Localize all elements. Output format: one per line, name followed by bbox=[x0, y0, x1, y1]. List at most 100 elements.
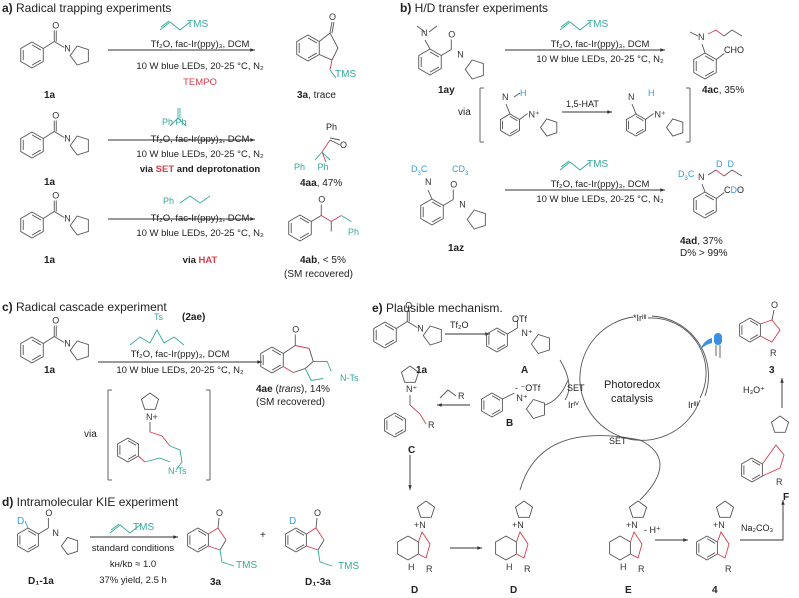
aromatic-bond bbox=[429, 66, 440, 73]
new-bond bbox=[306, 545, 319, 551]
d-sub-d: D bbox=[17, 516, 25, 527]
d-reagent-tms: TMS bbox=[133, 522, 155, 533]
aromatic-bond bbox=[299, 232, 310, 239]
double-bond bbox=[110, 523, 120, 531]
c-ts: Ts bbox=[154, 312, 163, 322]
b1-substrate-label: 1ay bbox=[438, 85, 455, 96]
nitrogen: N bbox=[421, 28, 428, 38]
panel-a-title: a) Radical trapping experiments bbox=[2, 1, 172, 15]
nitrogen: N bbox=[425, 177, 432, 187]
c-prod-nts: N-Ts bbox=[340, 373, 359, 383]
tms-chain bbox=[329, 69, 337, 79]
e-label-F: F bbox=[783, 492, 790, 503]
aromatic-bond bbox=[431, 216, 442, 223]
d-substrate-label: D₁-1a bbox=[28, 576, 54, 587]
oxygen: O bbox=[52, 191, 59, 201]
bond bbox=[502, 392, 515, 400]
e-F-pyrrolidine bbox=[770, 415, 790, 433]
b1-product-label: 4ac, 35% bbox=[702, 85, 745, 96]
aromatic-bond bbox=[27, 544, 37, 550]
a2-substrate-benzene bbox=[20, 131, 44, 159]
arrow-head bbox=[660, 188, 665, 192]
e-1a-benzene bbox=[373, 321, 397, 349]
a3-substrate-label: 1a bbox=[44, 255, 56, 266]
iminium-n: N⁺ bbox=[529, 110, 540, 120]
d-substrate-benzene bbox=[17, 527, 39, 553]
e-label-4: 4 bbox=[712, 585, 718, 596]
e-label-3: 3 bbox=[769, 365, 775, 376]
aromatic-bond bbox=[509, 116, 518, 122]
e-D1-pyrrolidine bbox=[416, 500, 436, 518]
bond bbox=[317, 539, 325, 551]
b2-cond1: Tf₂O, fac-Ir(ppy)₃, DCM bbox=[550, 179, 650, 190]
arrow-head bbox=[250, 138, 255, 142]
c-substrate-benzene bbox=[20, 336, 44, 364]
bond bbox=[428, 25, 438, 33]
oxygen: O bbox=[52, 21, 59, 31]
pyrrolidine bbox=[665, 118, 684, 137]
aromatic-bond bbox=[704, 55, 715, 62]
oxygen: O bbox=[52, 316, 59, 326]
new-bond bbox=[208, 545, 221, 551]
c-via: via bbox=[84, 429, 97, 440]
e-label-D1: D bbox=[411, 585, 419, 596]
nitrogen: N bbox=[457, 50, 464, 60]
c-via-pyrrolidine bbox=[140, 392, 160, 410]
e-label-B: B bbox=[506, 418, 514, 429]
double-bond bbox=[160, 20, 170, 28]
e-ir-iv: Irᴵⱽ bbox=[568, 400, 579, 410]
aromatic-bond bbox=[704, 209, 715, 216]
b2-d3c-left: D3C bbox=[411, 164, 428, 177]
e-label-D2: D bbox=[510, 585, 518, 596]
bond bbox=[645, 113, 654, 120]
b1-h-label: H bbox=[520, 88, 527, 98]
set-arrow-1 bbox=[559, 359, 570, 401]
a3-cond2: 10 W blue LEDs, 20-25 °C, N₂ bbox=[136, 228, 264, 239]
d-product-benzene-1 bbox=[285, 527, 307, 553]
aromatic-bond bbox=[394, 415, 404, 421]
r-group: R bbox=[458, 391, 465, 401]
bond bbox=[427, 189, 433, 200]
iminium-n: N⁺ bbox=[521, 328, 532, 338]
iminium-n: N⁺ bbox=[516, 393, 527, 403]
e-F-ring bbox=[741, 457, 763, 483]
nitrogen: N bbox=[628, 92, 635, 102]
aromatic-bond bbox=[31, 44, 42, 51]
arrow-head bbox=[173, 535, 178, 539]
e-D2-ring bbox=[495, 535, 517, 561]
five-ring bbox=[417, 531, 431, 559]
e-cycle-title: Photoredox bbox=[604, 379, 661, 391]
arrow-head bbox=[257, 360, 262, 364]
aromatic-bond bbox=[491, 395, 501, 401]
a3-extra: (SM recovered) bbox=[284, 269, 353, 280]
oxygen: O bbox=[329, 12, 336, 22]
bond bbox=[329, 137, 341, 141]
e-h3o: H₃O⁺ bbox=[743, 385, 765, 395]
panel-e-title: e) Plausible mechanism. bbox=[372, 301, 503, 315]
iminium-n: +N bbox=[713, 520, 725, 530]
allyl-tms bbox=[559, 21, 591, 31]
b2-cond2: 10 W blue LEDs, 20-25 °C, N₂ bbox=[536, 194, 664, 205]
carbonyl-c bbox=[43, 211, 55, 219]
light-ray-icon bbox=[700, 338, 712, 350]
bond bbox=[424, 39, 431, 50]
bond bbox=[217, 517, 220, 529]
aromatic-bond bbox=[31, 229, 42, 236]
a1-product-benzene bbox=[296, 34, 320, 62]
aromatic-bond bbox=[706, 552, 716, 558]
aromatic-bond bbox=[31, 149, 42, 156]
e-D2-pyrrolidine bbox=[514, 500, 534, 518]
iminium-n: +N bbox=[512, 520, 524, 530]
bond bbox=[38, 527, 49, 535]
oxygen: O bbox=[448, 30, 455, 40]
panel-b-title: b) H/D transfer experiments bbox=[400, 1, 549, 15]
iminium-n: N+ bbox=[146, 412, 158, 422]
bond bbox=[331, 21, 335, 34]
bond bbox=[329, 21, 333, 34]
new-bond bbox=[715, 169, 725, 177]
a3-product-label: 4ab, < 5% bbox=[300, 255, 346, 266]
a2-substrate-pyrrolidine bbox=[69, 135, 89, 156]
e-C-pyrrolidine bbox=[400, 365, 420, 383]
aromatic-bond bbox=[31, 214, 42, 221]
b1-cond1: Tf₂O, fac-Ir(ppy)₃, DCM bbox=[550, 39, 650, 50]
